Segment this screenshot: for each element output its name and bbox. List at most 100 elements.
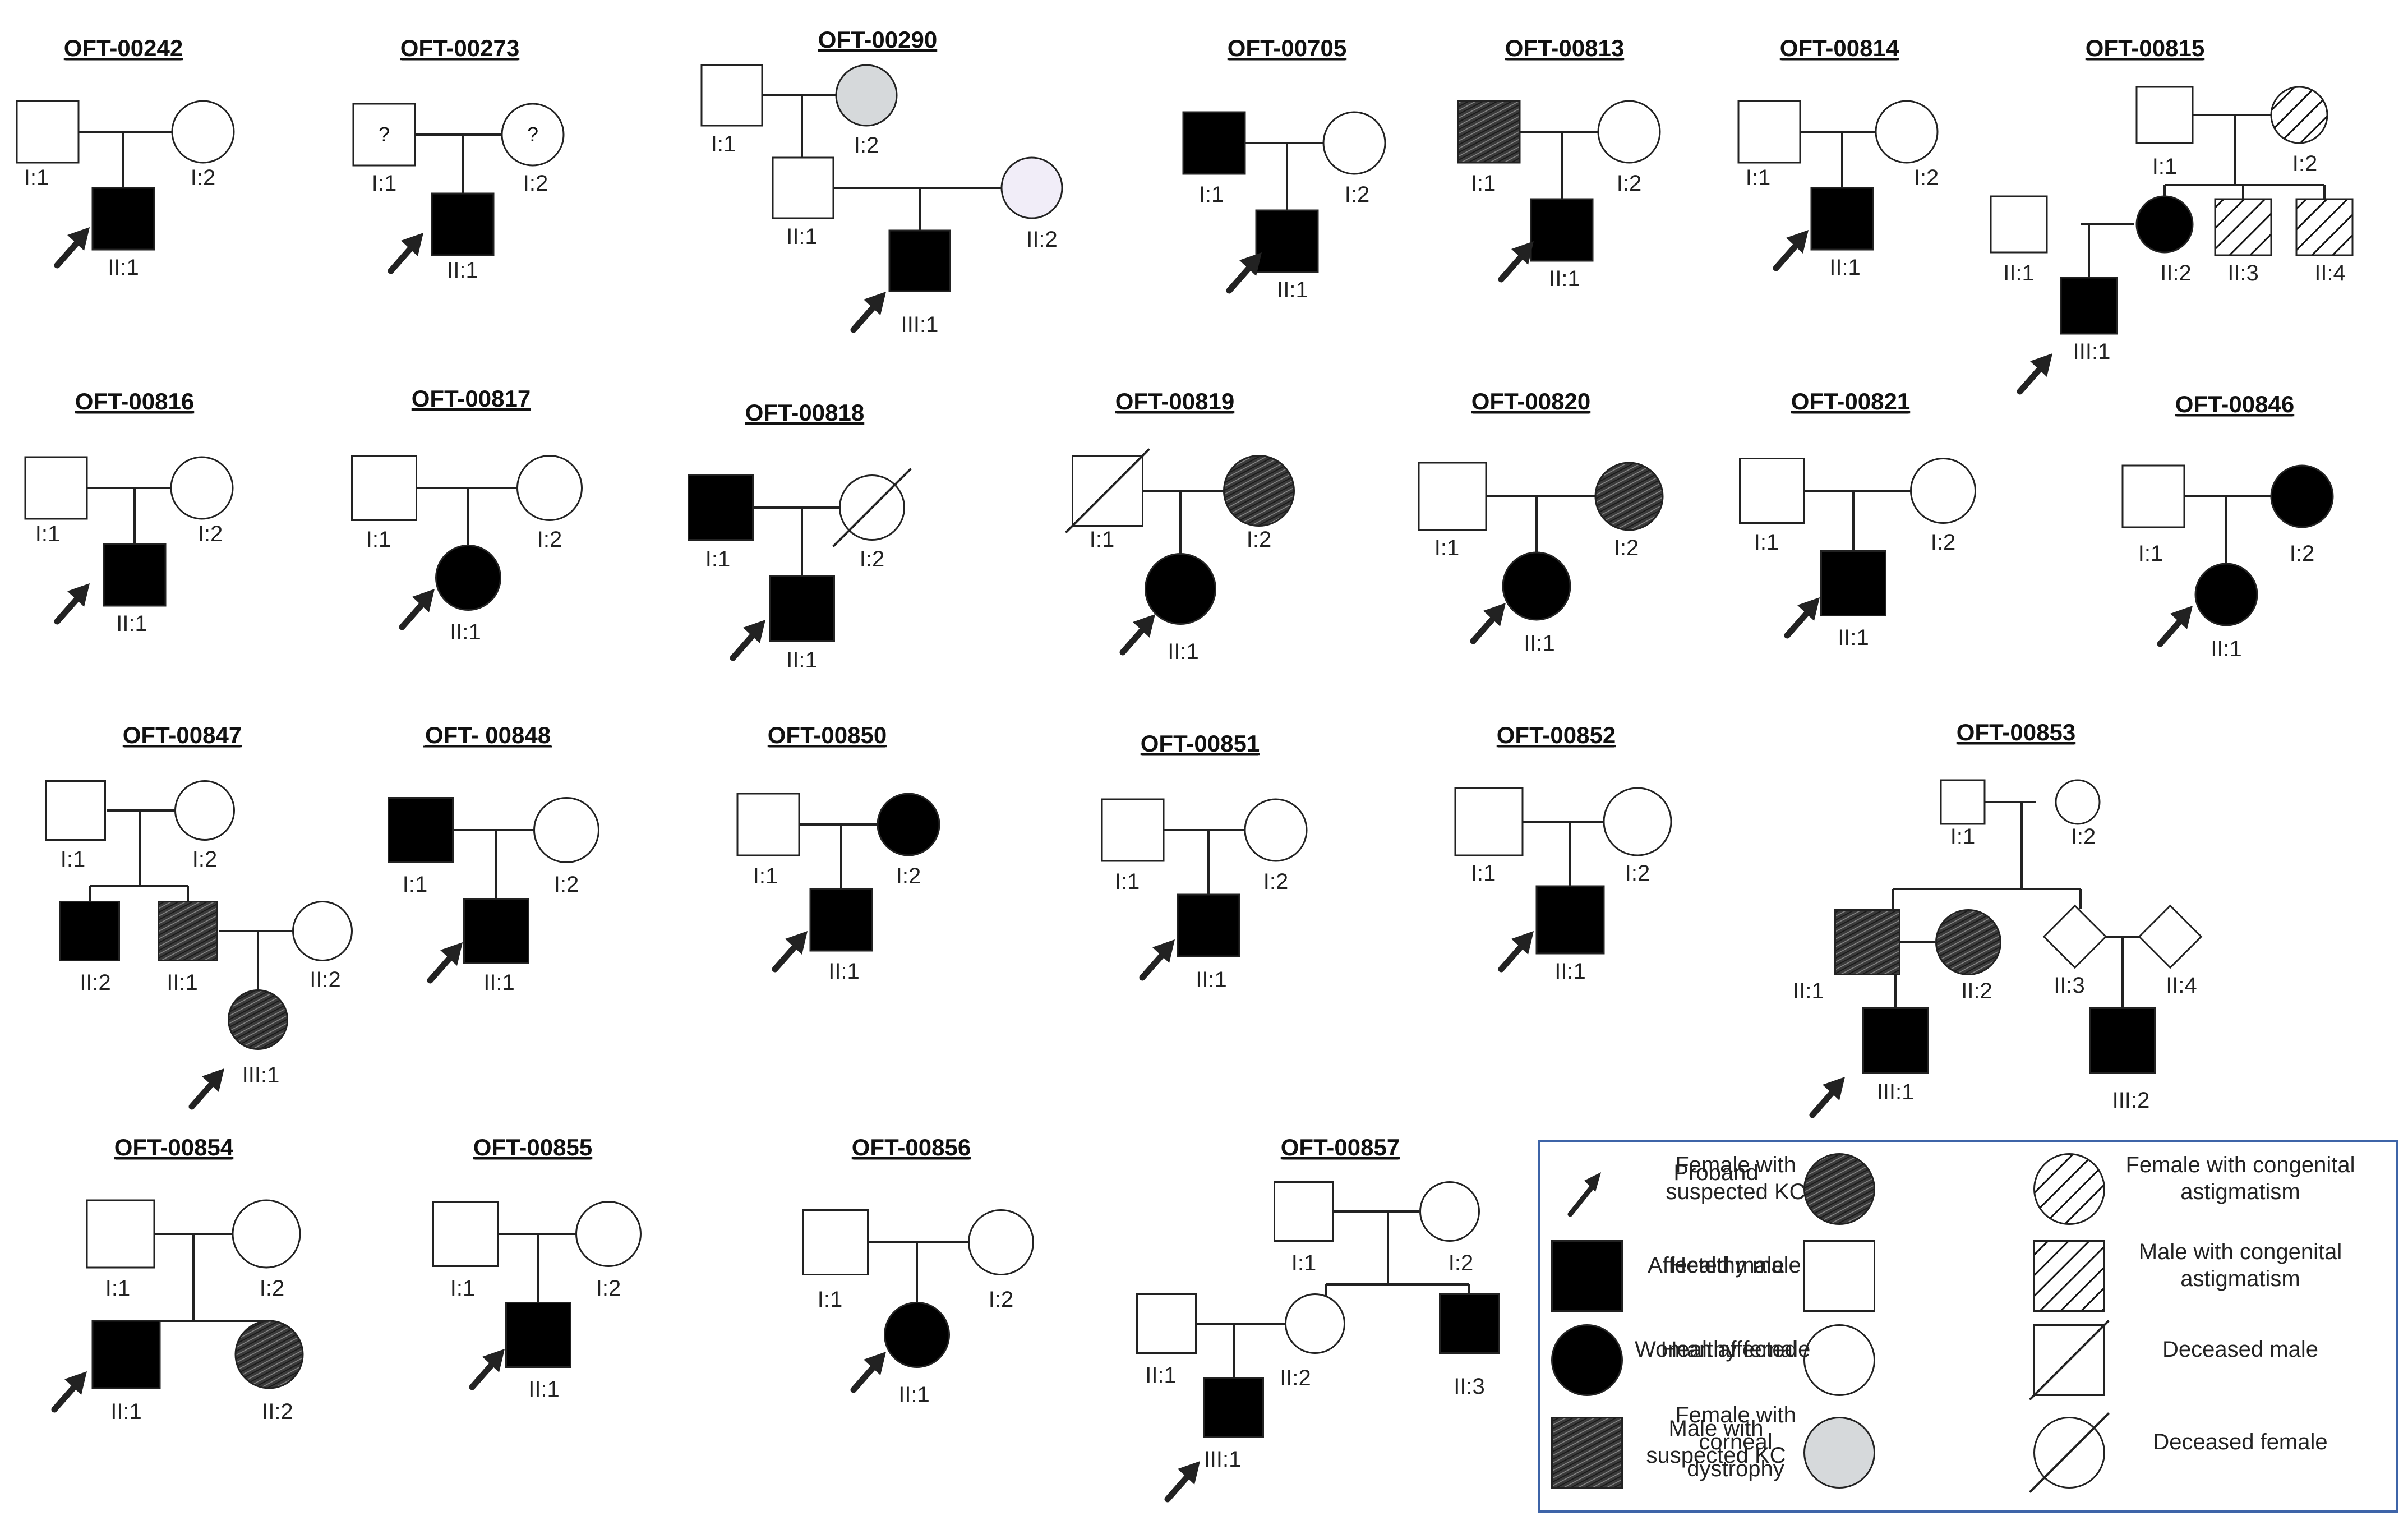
pedigree-individual — [158, 901, 218, 961]
arrow-head — [1178, 1461, 1200, 1485]
female-symbol — [1597, 100, 1661, 164]
pedigree-individual — [809, 888, 873, 952]
unknown-status-mark: ? — [527, 123, 538, 146]
pedigree-individual — [91, 187, 155, 251]
male-symbol — [1940, 779, 1986, 825]
pedigree-individual — [1136, 1293, 1197, 1354]
individual-label: I:1 — [1754, 530, 1779, 555]
individual-label: I:2 — [2071, 824, 2096, 849]
pedigree-title: OFT- 00848 — [425, 722, 551, 748]
pedigree-individual — [888, 229, 951, 292]
pedigree-title: OFT-00850 — [768, 722, 887, 748]
pedigree-individual — [1603, 787, 1672, 856]
male-symbol — [802, 1209, 869, 1275]
pedigree-individual — [1418, 462, 1487, 531]
individual-label: I:1 — [403, 872, 427, 897]
pedigree-individual — [575, 1201, 642, 1267]
individual-label: I:2 — [1931, 530, 1955, 555]
male-symbol — [86, 1199, 155, 1269]
pedigree-individual — [2138, 904, 2203, 969]
individual-label: I:1 — [61, 847, 85, 872]
individual-label: I:2 — [854, 133, 879, 158]
pedigree-title: OFT-00852 — [1497, 722, 1616, 748]
pedigree-individual — [1145, 553, 1216, 625]
pedigree-individual — [1535, 885, 1605, 955]
pedigree-title: OFT-00813 — [1505, 35, 1624, 61]
pedigree-individual — [505, 1302, 571, 1368]
arrow-head — [1483, 603, 1506, 626]
male-symbol — [772, 156, 834, 219]
individual-label: I:2 — [198, 522, 223, 546]
pedigree-individual — [1935, 909, 2001, 975]
individual-label: II:1 — [483, 970, 515, 995]
female-symbol — [1244, 798, 1308, 862]
individual-label: I:1 — [24, 165, 49, 190]
legend-circle — [1551, 1324, 1623, 1396]
pedigree-individual — [877, 793, 940, 856]
pedigree-title: OFT-00854 — [114, 1134, 234, 1160]
proband-arrow-icon — [54, 227, 90, 269]
arrow-shaft — [1567, 1183, 1595, 1217]
pedigree-individual — [1530, 198, 1594, 262]
individual-label: I:2 — [2290, 541, 2314, 566]
pedigree-title: OFT-00819 — [1115, 388, 1234, 414]
individual-label: II:1 — [167, 970, 198, 995]
female-symbol — [1000, 156, 1063, 219]
pedigree-individual — [1101, 798, 1165, 862]
individual-label: I:1 — [1471, 861, 1496, 886]
proband-arrow-icon — [730, 620, 765, 661]
pedigree-individual — [228, 989, 288, 1050]
male-symbol — [1739, 458, 1805, 524]
pedigree-individual — [2135, 86, 2194, 144]
proband-arrow-icon — [1773, 230, 1809, 271]
arrow-head — [1584, 1172, 1601, 1192]
individual-label: II:1 — [110, 1399, 142, 1424]
individual-label: I:2 — [596, 1276, 621, 1301]
pedigree-individual — [802, 1209, 869, 1275]
pedigree-individual — [1439, 1293, 1500, 1354]
pedigree-individual — [2270, 86, 2328, 144]
female-symbol — [501, 103, 565, 167]
arrow-head — [785, 931, 808, 955]
individual-label: II:1 — [2003, 261, 2035, 285]
male-symbol — [432, 1201, 499, 1267]
male-symbol — [2060, 277, 2118, 335]
pedigree-title: OFT-00820 — [1471, 388, 1590, 414]
individual-label: I:2 — [1345, 182, 1369, 207]
male-symbol — [1530, 198, 1594, 262]
female-symbol — [516, 455, 583, 521]
male-symbol — [1255, 209, 1319, 273]
pedigree-individual — [1244, 798, 1308, 862]
unknown-sex-symbol — [2138, 904, 2203, 969]
male-symbol — [736, 793, 800, 856]
female-symbol — [1603, 787, 1672, 856]
arrow-head — [67, 227, 90, 251]
male-symbol — [351, 455, 417, 521]
pedigree-individual — [351, 455, 417, 521]
male-symbol — [59, 901, 120, 961]
individual-label: I:1 — [818, 1287, 842, 1312]
individual-label: I:2 — [1614, 536, 1639, 560]
pedigree-individual — [1457, 100, 1521, 164]
proband-arrow-icon — [2017, 353, 2052, 395]
striped-circle-icon — [2033, 1153, 2105, 1225]
legend-square — [2033, 1240, 2105, 1312]
arrow-head — [1511, 931, 1534, 955]
proband-arrow-icon — [1498, 241, 1534, 283]
crossed-square-icon — [2029, 1320, 2110, 1400]
pedigree-individual — [2194, 563, 2258, 626]
individual-label: II:1 — [1549, 266, 1580, 291]
arrow-head — [864, 1352, 886, 1375]
individual-label: II:1 — [1145, 1363, 1177, 1388]
individual-label: I:2 — [523, 171, 548, 196]
male-symbol — [1177, 893, 1240, 957]
pedigree-individual — [292, 901, 353, 961]
